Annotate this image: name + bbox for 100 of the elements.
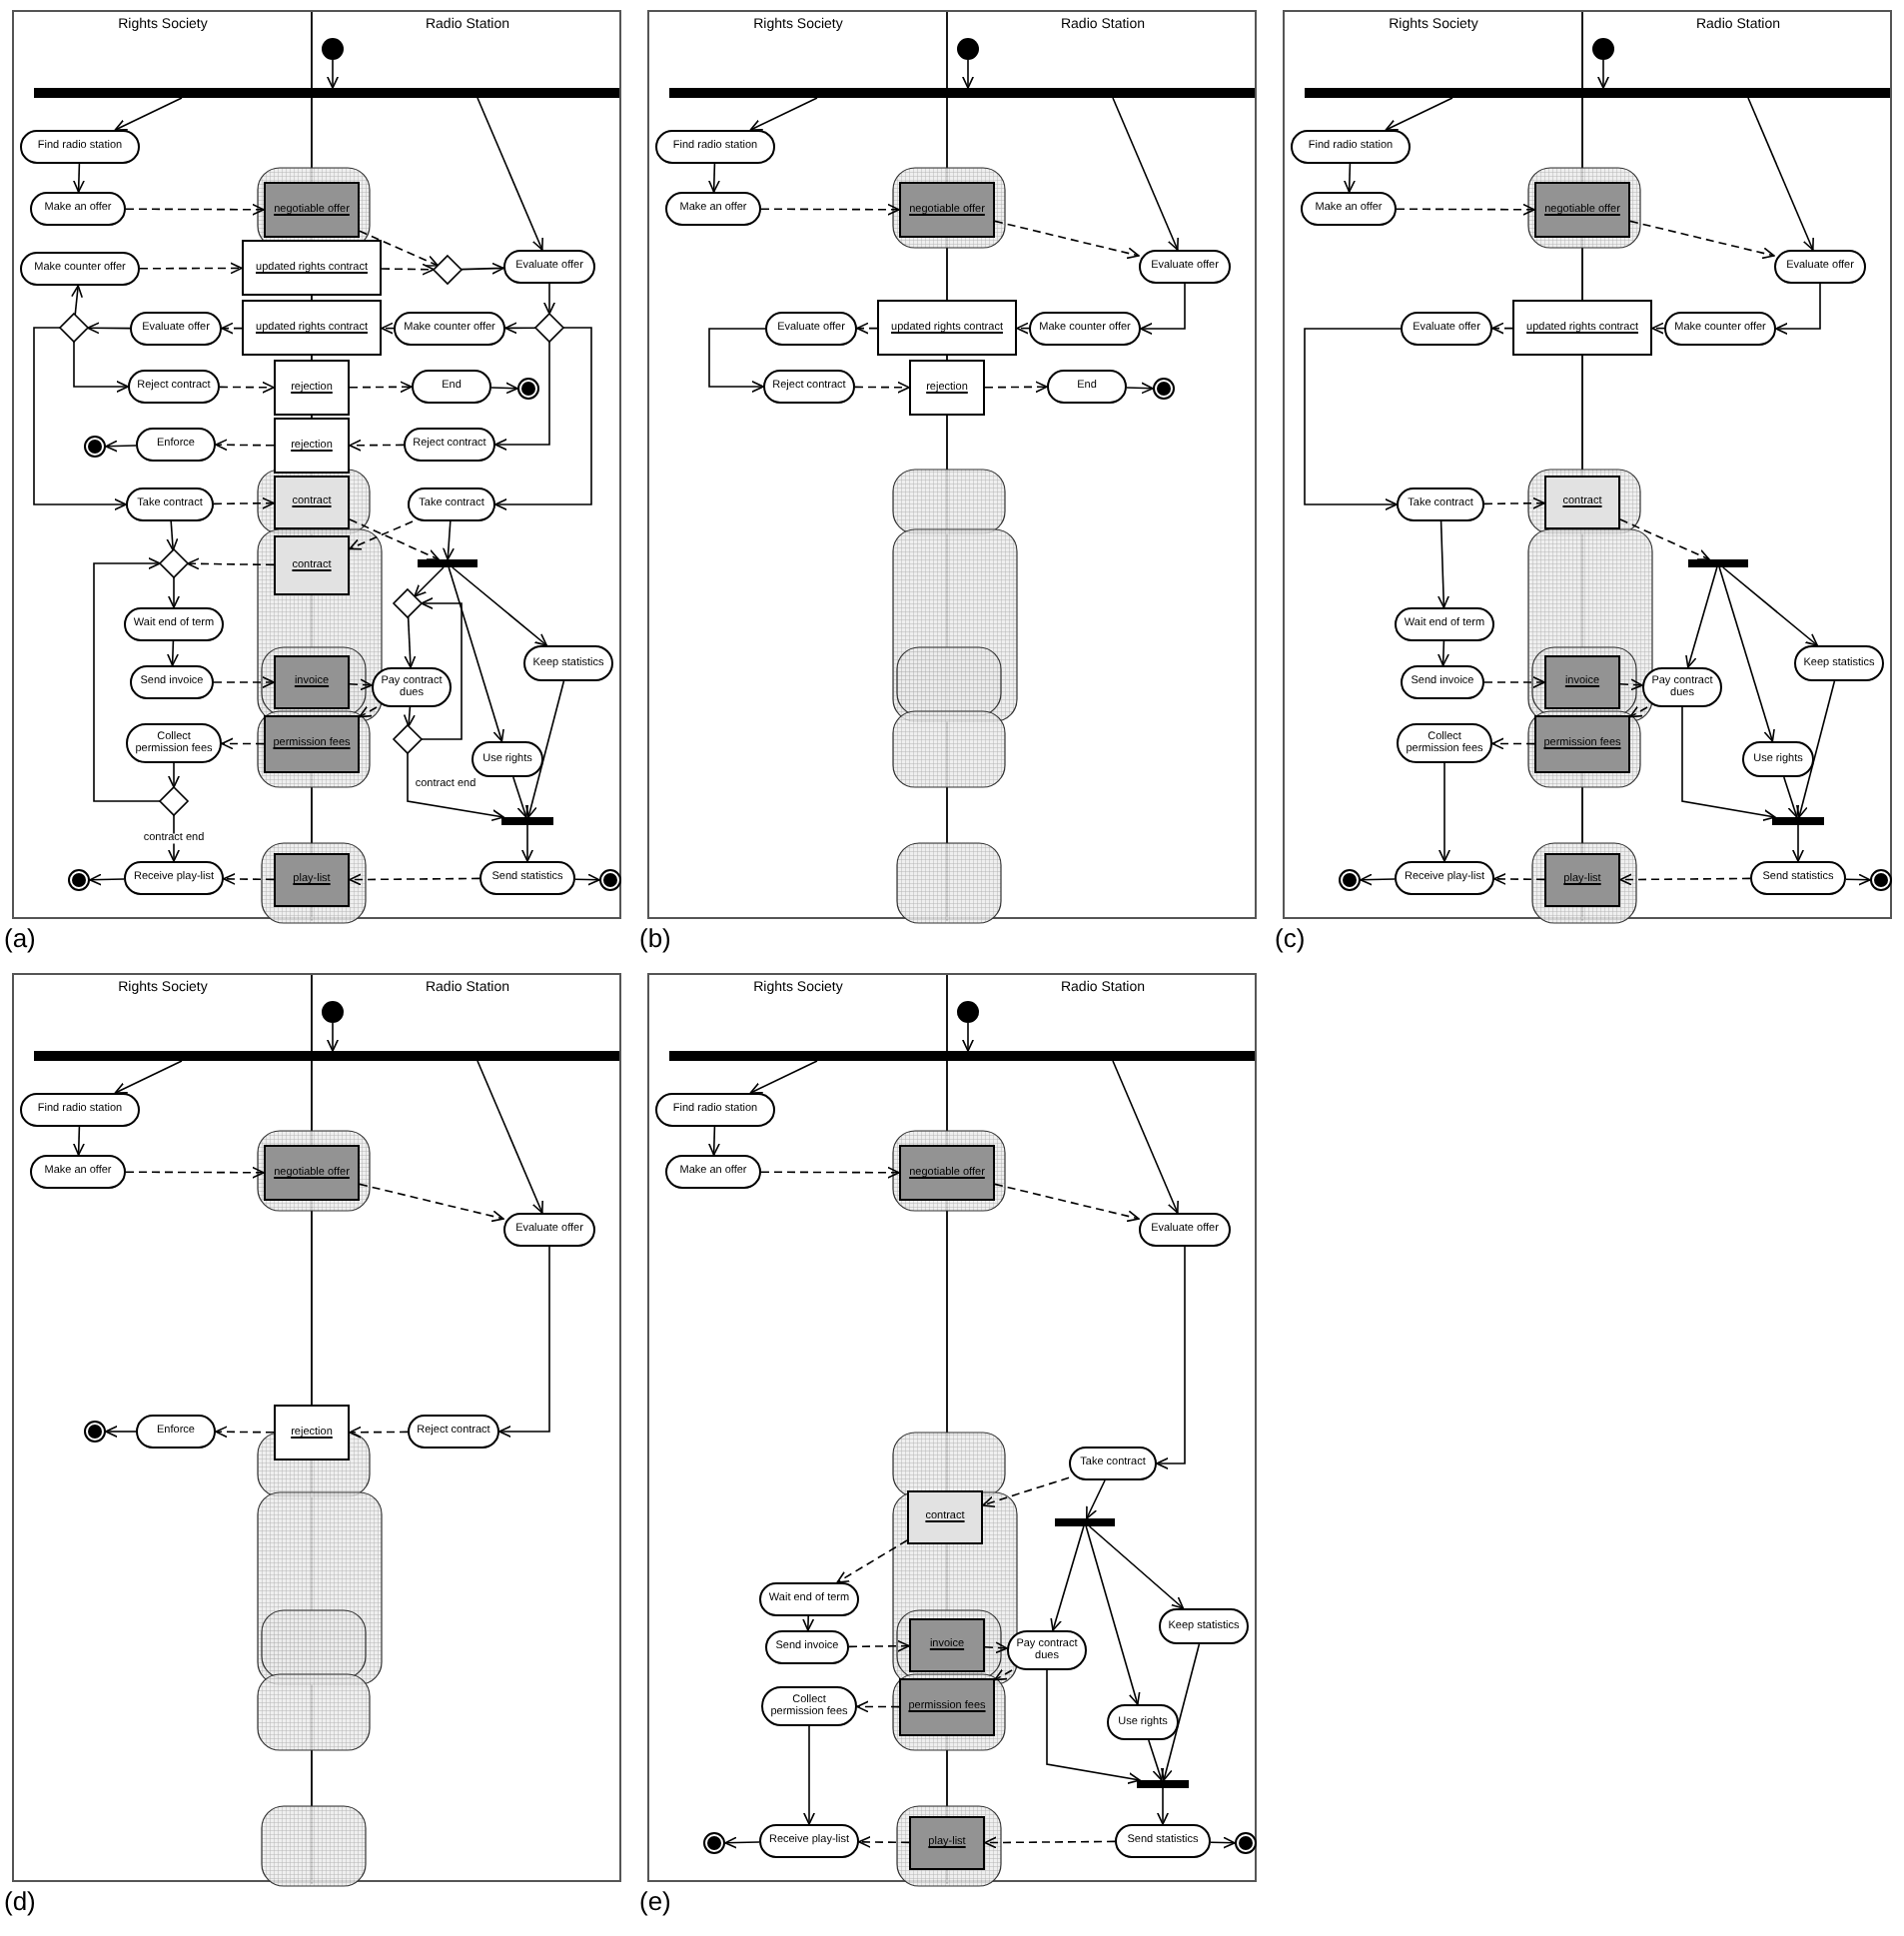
- arrow: [93, 557, 161, 802]
- fork-bar: [669, 88, 1255, 98]
- arrow: [327, 59, 339, 89]
- arrow: [803, 1725, 815, 1825]
- arrow: [760, 1166, 900, 1179]
- arrow: [984, 1641, 1008, 1654]
- arrow: [1016, 322, 1030, 335]
- arrow: [802, 1615, 815, 1631]
- arrow: [1343, 163, 1356, 193]
- arrow: [504, 322, 536, 335]
- arrow: [1796, 680, 1836, 818]
- arrow: [215, 439, 275, 452]
- arrow: [760, 203, 900, 216]
- fork-bar: [1772, 817, 1824, 825]
- arrow: [1396, 203, 1535, 216]
- arrow: [223, 872, 275, 885]
- fork-bar: [1688, 559, 1748, 567]
- arrow: [403, 706, 416, 727]
- arrow: [1148, 1739, 1165, 1781]
- final-node: [599, 869, 621, 891]
- arrow: [452, 566, 547, 646]
- arrow: [1050, 1525, 1085, 1631]
- fork-bar: [34, 1051, 619, 1061]
- arrow: [1157, 1787, 1169, 1825]
- arrow: [448, 566, 504, 742]
- arrow: [856, 1700, 900, 1713]
- arrow: [33, 327, 127, 510]
- arrow: [1437, 520, 1450, 608]
- arrow: [359, 1183, 504, 1223]
- arrow: [490, 382, 518, 395]
- arrow: [1619, 873, 1751, 886]
- decision-diamond: [434, 256, 462, 284]
- decision-diamond: [394, 589, 422, 617]
- arrow: [962, 59, 974, 89]
- arrow: [407, 752, 504, 822]
- arrow: [962, 1022, 974, 1052]
- arrow: [1085, 1525, 1141, 1705]
- arrow: [1126, 382, 1154, 395]
- arrow: [114, 97, 183, 131]
- swimlane-panel: [12, 973, 621, 1882]
- arrow: [166, 520, 179, 551]
- arrow: [1086, 1479, 1106, 1519]
- arrow: [749, 1060, 818, 1094]
- arrow: [707, 1126, 720, 1156]
- arrow: [168, 762, 180, 788]
- fork-bar: [501, 817, 553, 825]
- arrow: [359, 705, 378, 718]
- arrow: [1629, 705, 1648, 718]
- arrow: [414, 566, 445, 597]
- arrow: [349, 439, 405, 452]
- arrow: [1483, 496, 1545, 509]
- arrow: [707, 163, 720, 193]
- arrow: [72, 1126, 85, 1156]
- arrow: [708, 328, 766, 393]
- start-node: [957, 38, 979, 60]
- arrow: [476, 97, 543, 251]
- swimlane-panel: [1283, 10, 1892, 919]
- fork-bar: [418, 559, 477, 567]
- arrow: [494, 327, 592, 510]
- arrow: [1775, 283, 1821, 335]
- arrow: [349, 520, 414, 550]
- arrow: [72, 163, 85, 193]
- arrow: [125, 203, 265, 216]
- arrow: [994, 220, 1140, 260]
- arrow: [476, 1060, 543, 1214]
- final-node: [1870, 869, 1892, 891]
- arrow: [984, 381, 1048, 394]
- final-node: [703, 1832, 725, 1854]
- arrow: [1491, 737, 1535, 750]
- arrow: [359, 230, 439, 267]
- arrow: [187, 557, 275, 570]
- fork-bar: [1055, 1518, 1115, 1526]
- arrow: [1722, 566, 1818, 646]
- arrow: [1140, 283, 1186, 335]
- arrow: [1156, 1246, 1186, 1469]
- arrow: [219, 381, 275, 394]
- arrow: [1493, 872, 1545, 885]
- arrow: [1360, 873, 1396, 886]
- arrow: [381, 263, 435, 276]
- final-node: [1235, 1832, 1257, 1854]
- panel-label: (e): [639, 1888, 671, 1914]
- final-node: [1153, 378, 1175, 400]
- arrow: [221, 322, 243, 335]
- arrow: [836, 1539, 908, 1583]
- arrow: [543, 283, 555, 315]
- arrow: [1437, 640, 1449, 666]
- final-node: [1339, 869, 1361, 891]
- arrow: [421, 597, 463, 740]
- arrow: [1112, 1060, 1179, 1214]
- arrow: [213, 496, 275, 509]
- arrow: [215, 1426, 275, 1439]
- arrow: [856, 322, 878, 335]
- arrow: [327, 1022, 339, 1052]
- arrow: [994, 1668, 1013, 1681]
- arrow: [105, 440, 137, 453]
- arrow: [982, 1476, 1070, 1508]
- arrow: [1619, 518, 1710, 560]
- start-node: [1592, 38, 1614, 60]
- arrow: [1112, 97, 1179, 251]
- arrow: [1046, 1669, 1141, 1784]
